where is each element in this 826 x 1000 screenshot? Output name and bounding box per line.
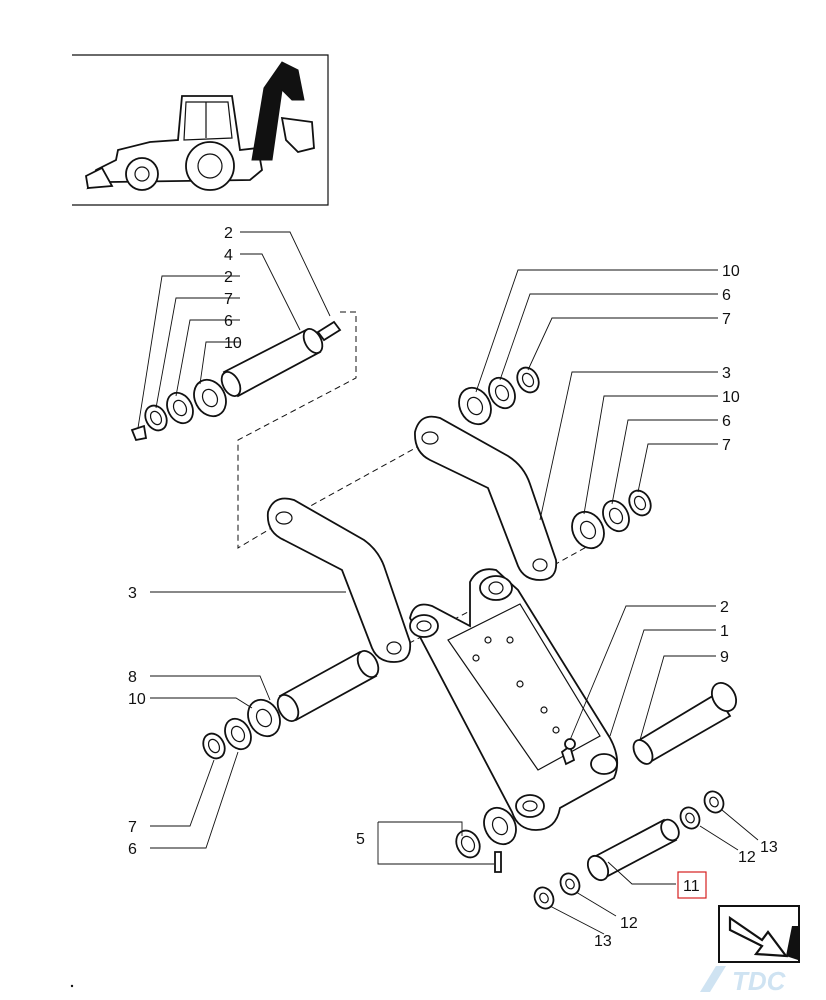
ref-label: 7 xyxy=(128,819,137,836)
ref-label: 6 xyxy=(128,841,137,858)
ref-label: 10 xyxy=(722,389,740,406)
ref-label: 10 xyxy=(128,691,146,708)
machine-inset xyxy=(72,54,329,206)
ref-label: 7 xyxy=(722,311,731,328)
ref-label: 12 xyxy=(620,915,638,932)
backhoe-loader-icon xyxy=(85,61,315,191)
ref-label: 7 xyxy=(722,437,731,454)
main-frame xyxy=(409,568,619,831)
watermark-text: TDC xyxy=(732,966,787,996)
upper-link-arm xyxy=(414,415,558,581)
ref-label: 13 xyxy=(760,839,778,856)
arrow-navigation-icon[interactable] xyxy=(718,905,800,963)
ref-label: 5 xyxy=(356,831,365,848)
ref-label: 1 xyxy=(720,623,729,640)
ref-label-highlighted: 11 xyxy=(683,878,700,895)
ref-label: 2 xyxy=(224,269,233,286)
ref-label: 10 xyxy=(722,263,740,280)
ref-label: 9 xyxy=(720,649,729,666)
right-pin xyxy=(632,681,738,765)
ref-label: 2 xyxy=(224,225,233,242)
lower-left-pin-stack xyxy=(202,650,380,760)
top-right-bushings xyxy=(458,366,652,550)
lower-link-arm xyxy=(266,497,412,663)
ref-label: 8 xyxy=(128,669,137,686)
ref-label: 4 xyxy=(224,247,233,264)
ref-label: 10 xyxy=(224,335,242,352)
bottom-parts xyxy=(455,790,725,910)
tdc-watermark: TDC xyxy=(700,966,787,996)
ref-label: 3 xyxy=(722,365,731,382)
ref-label: 12 xyxy=(738,849,756,866)
ref-label: 6 xyxy=(722,413,731,430)
ref-label: 13 xyxy=(594,933,612,950)
ref-label: 6 xyxy=(722,287,731,304)
ref-label: 7 xyxy=(224,291,233,308)
ref-label: 6 xyxy=(224,313,233,330)
leader-lines xyxy=(137,231,759,935)
highlight-box xyxy=(677,871,707,899)
top-left-pin-stack xyxy=(130,320,342,442)
ref-label: 2 xyxy=(720,599,729,616)
ref-label: 3 xyxy=(128,585,137,602)
reference-labels: 2 4 2 7 6 10 10 6 7 3 10 6 7 3 8 10 7 6 … xyxy=(128,225,778,950)
